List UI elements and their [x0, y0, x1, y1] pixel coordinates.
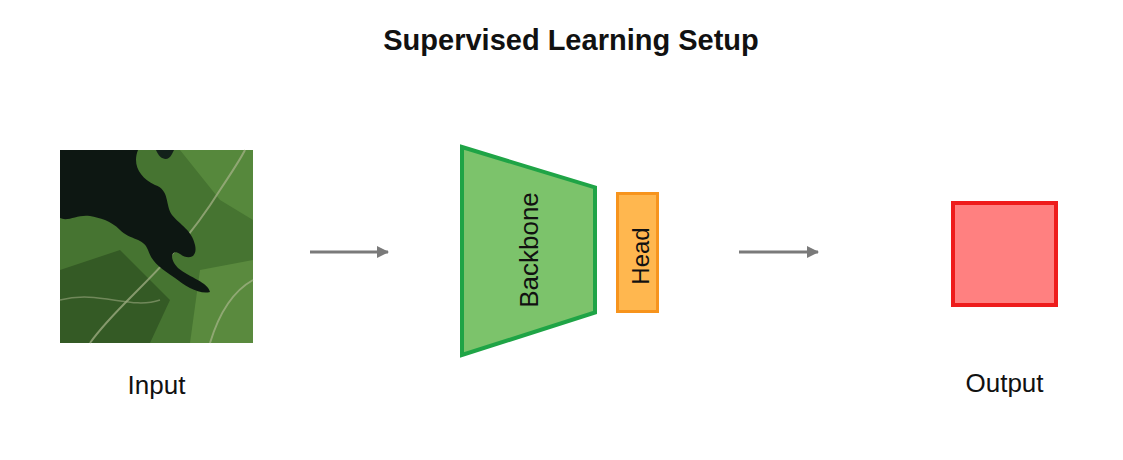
node-caption: Output: [965, 369, 1043, 399]
head-block: Head: [616, 192, 659, 313]
diagram-title: Supervised Learning Setup: [383, 24, 758, 57]
trapezoid-outline: [462, 147, 595, 355]
block-label: Head: [627, 227, 655, 284]
backbone-block: Backbone: [460, 145, 597, 357]
input-image: Input: [60, 150, 253, 343]
satellite-image: [60, 150, 253, 343]
flow-arrow: [739, 251, 818, 254]
flow-arrow: [310, 251, 388, 254]
output-box: Output: [951, 201, 1058, 307]
node-caption: Input: [128, 371, 186, 401]
block-label: Backbone: [515, 192, 545, 308]
